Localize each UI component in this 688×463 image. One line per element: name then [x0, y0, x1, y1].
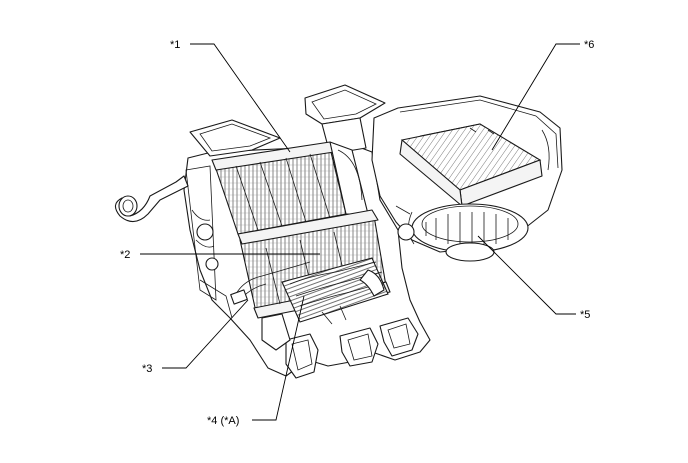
- leader-line-1: [190, 43, 291, 153]
- evaporator-core: [211, 141, 369, 235]
- center-top-duct: [304, 84, 386, 125]
- leader-lines: [140, 43, 580, 421]
- callout-label-1: *1: [170, 39, 180, 51]
- left-top-duct: [189, 119, 281, 157]
- leader-line-3: [162, 299, 249, 369]
- leader-line-5: [477, 235, 576, 315]
- sensor-harness: [230, 261, 311, 305]
- heater-tubes: [281, 257, 389, 323]
- air-filter: [399, 123, 543, 207]
- callout-label-3: *3: [142, 363, 152, 375]
- callout-labels: *1 *2 *3 *4 (*A) *5 *6: [120, 39, 594, 427]
- leader-line-6: [491, 43, 580, 151]
- callout-label-5: *5: [580, 309, 590, 321]
- leader-line-4: [252, 295, 305, 421]
- bottom-outlets: [261, 305, 419, 379]
- blower-motor: [395, 203, 529, 262]
- callout-label-2: *2: [120, 249, 130, 261]
- callout-label-6: *6: [584, 39, 594, 51]
- callout-label-4: *4 (*A): [207, 415, 239, 427]
